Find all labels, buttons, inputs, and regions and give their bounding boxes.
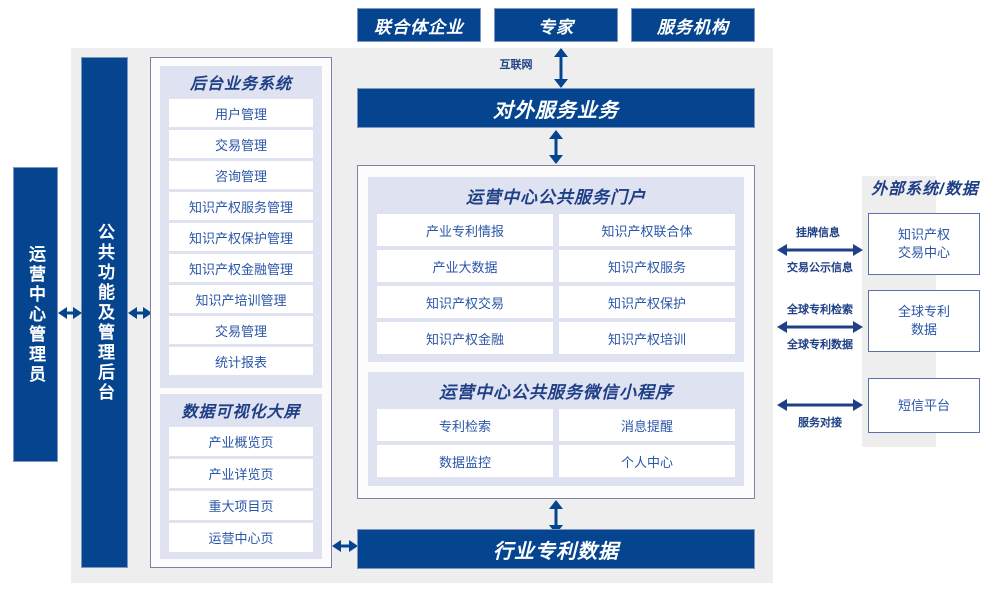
external-service-bar[interactable]: 对外服务业务 <box>357 88 755 128</box>
external-systems-title: 外部系统/数据 <box>871 181 979 198</box>
list-item[interactable]: 知识产权金融 <box>377 322 553 354</box>
actor-label: 联合体企业 <box>374 17 464 37</box>
list-item[interactable]: 产业详览页 <box>169 459 313 488</box>
connector-label-global-patent-search: 全球专利检索 <box>787 304 853 316</box>
list-item[interactable]: 产业概览页 <box>169 427 313 456</box>
actor-box-consortium[interactable]: 联合体企业 <box>357 8 481 42</box>
list-item[interactable]: 统计报表 <box>169 347 313 375</box>
list-item[interactable]: 消息提醒 <box>559 409 735 441</box>
external-box-line2: 交易中心 <box>897 245 950 260</box>
connector-arrow-sms <box>777 395 863 415</box>
list-item[interactable]: 知识产权服务管理 <box>169 192 313 220</box>
list-item[interactable]: 交易管理 <box>169 130 313 158</box>
wechat-miniprogram-title: 运营中心公共服务微信小程序 <box>439 383 673 402</box>
external-box-line1: 全球专利 <box>897 304 950 320</box>
backend-to-modules-arrow <box>128 303 152 323</box>
industry-patent-data-bar[interactable]: 行业专利数据 <box>357 529 755 569</box>
public-function-backend-label: 公共功能及管理后台 <box>95 222 114 403</box>
list-item[interactable]: 交易管理 <box>169 316 313 344</box>
actor-label: 服务机构 <box>657 17 729 37</box>
list-item[interactable]: 个人中心 <box>559 445 735 477</box>
industry-patent-data-label: 行业专利数据 <box>493 540 619 563</box>
list-item[interactable]: 知识产权培训 <box>559 322 735 354</box>
external-box-line1: 知识产权 <box>897 227 950 243</box>
list-item[interactable]: 知识产权服务 <box>559 250 735 282</box>
list-item[interactable]: 运营中心页 <box>169 523 313 552</box>
connector-arrow-global-patent <box>777 317 863 337</box>
operator-admin-column[interactable]: 运营中心管理员 <box>13 167 58 462</box>
list-item[interactable]: 产业专利情报 <box>377 214 553 246</box>
connector-arrow-ip-exchange <box>777 240 863 260</box>
list-item[interactable]: 用户管理 <box>169 99 313 127</box>
external-box-line2: 数据 <box>910 322 937 337</box>
list-item[interactable]: 产业大数据 <box>377 250 553 282</box>
wechat-miniprogram-grid: 专利检索 消息提醒 数据监控 个人中心 <box>377 409 735 477</box>
list-item[interactable]: 咨询管理 <box>169 161 313 189</box>
public-service-portal-title: 运营中心公共服务门户 <box>466 188 646 207</box>
data-visualization-list: 产业概览页 产业详览页 重大项目页 运营中心页 <box>169 427 313 552</box>
admin-to-backend-arrow <box>58 303 82 323</box>
connector-label-trade-disclosure: 交易公示信息 <box>787 262 853 274</box>
connector-label-global-patent-data: 全球专利数据 <box>787 339 853 351</box>
list-item[interactable]: 数据监控 <box>377 445 553 477</box>
public-service-portal-group: 运营中心公共服务门户 产业专利情报 知识产权联合体 产业大数据 知识产权服务 知… <box>368 177 744 362</box>
backend-system-title: 后台业务系统 <box>189 76 292 93</box>
public-service-portal-grid: 产业专利情报 知识产权联合体 产业大数据 知识产权服务 知识产权交易 知识产权保… <box>377 214 735 354</box>
connector-label-service-docking: 服务对接 <box>798 417 842 429</box>
external-service-bar-label: 对外服务业务 <box>493 99 619 122</box>
list-item[interactable]: 知识产权保护管理 <box>169 223 313 251</box>
list-item[interactable]: 知识产权交易 <box>377 286 553 318</box>
backend-system-list: 用户管理 交易管理 咨询管理 知识产权服务管理 知识产权保护管理 知识产权金融管… <box>169 99 313 375</box>
list-item[interactable]: 知识产权金融管理 <box>169 254 313 282</box>
actor-box-expert[interactable]: 专家 <box>494 8 618 42</box>
actor-box-service-org[interactable]: 服务机构 <box>631 8 755 42</box>
list-item[interactable]: 知识产权保护 <box>559 286 735 318</box>
external-box-global-patent-data[interactable]: 全球专利 数据 <box>868 290 980 352</box>
external-box-sms-platform[interactable]: 短信平台 <box>868 378 980 433</box>
wechat-miniprogram-group: 运营中心公共服务微信小程序 专利检索 消息提醒 数据监控 个人中心 <box>368 372 744 486</box>
actor-label: 专家 <box>538 17 574 37</box>
data-visualization-group: 数据可视化大屏 产业概览页 产业详览页 重大项目页 运营中心页 <box>160 394 322 559</box>
data-visualization-title: 数据可视化大屏 <box>181 404 301 421</box>
list-item[interactable]: 知识产培训管理 <box>169 285 313 313</box>
internet-label: 互联网 <box>499 59 533 71</box>
list-item[interactable]: 知识产权联合体 <box>559 214 735 246</box>
backend-to-data-arrow <box>332 536 358 556</box>
connector-label-listing-info: 挂牌信息 <box>796 227 840 239</box>
internet-arrow <box>550 48 572 88</box>
list-item[interactable]: 重大项目页 <box>169 491 313 520</box>
list-item[interactable]: 专利检索 <box>377 409 553 441</box>
service-to-portal-arrow <box>545 130 567 164</box>
external-box-line1: 短信平台 <box>897 397 950 413</box>
public-function-backend-column[interactable]: 公共功能及管理后台 <box>81 57 128 568</box>
operator-admin-label: 运营中心管理员 <box>26 244 45 385</box>
external-box-ip-exchange-center[interactable]: 知识产权 交易中心 <box>868 213 980 275</box>
backend-system-group: 后台业务系统 用户管理 交易管理 咨询管理 知识产权服务管理 知识产权保护管理 … <box>160 66 322 388</box>
